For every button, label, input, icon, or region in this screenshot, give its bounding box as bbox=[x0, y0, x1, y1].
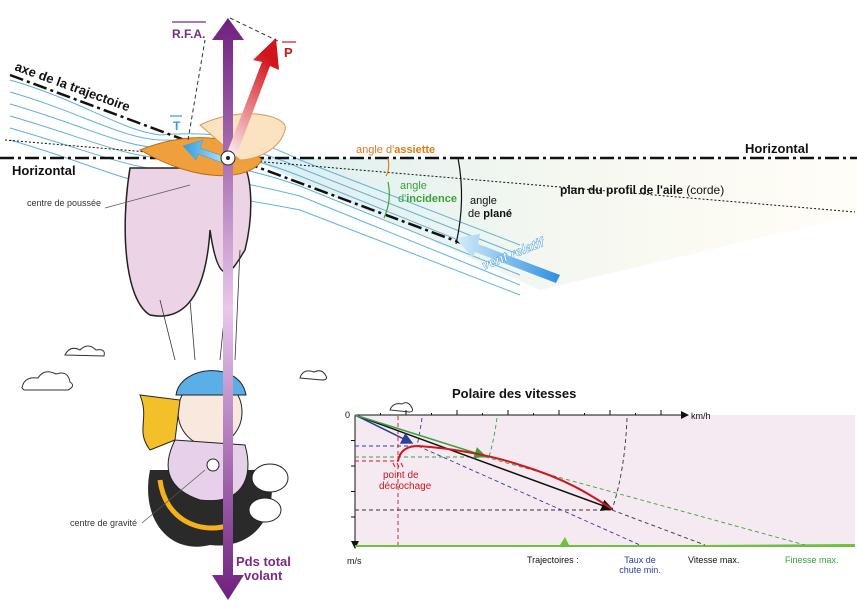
angle-incidence-arc bbox=[383, 181, 390, 219]
t-arrow bbox=[182, 139, 229, 165]
weight-label-line1: Pds total bbox=[236, 554, 291, 569]
legend-chute-min-line2: chute min. bbox=[619, 565, 661, 575]
trajectory-chute-min bbox=[354, 414, 414, 444]
x-axis-label: km/h bbox=[691, 411, 711, 421]
legend-vitesse-max: Vitesse max. bbox=[688, 555, 739, 565]
stall-hatch bbox=[392, 462, 404, 468]
trajectory-finesse-max bbox=[354, 414, 487, 459]
relative-wind-arrow bbox=[455, 234, 560, 283]
angle-incidence-label-line1: angle bbox=[400, 180, 427, 192]
chart-background bbox=[355, 415, 855, 545]
horizontal-label-right: Horizontal bbox=[745, 141, 809, 156]
horizontal-label-left: Horizontal bbox=[12, 163, 76, 178]
force-construction-lines bbox=[187, 17, 281, 141]
legend-finesse-max: Finesse max. bbox=[785, 555, 839, 565]
rfa-label: R.F.A. bbox=[172, 27, 205, 41]
clouds bbox=[21, 345, 414, 413]
centre-poussee-leader bbox=[104, 184, 191, 209]
angle-assiette-label: angle d'assiette bbox=[356, 144, 435, 156]
angle-assiette-arc bbox=[385, 157, 390, 177]
trajectory-vitesse-max bbox=[354, 414, 614, 512]
angle-plane-label-line1: angle bbox=[470, 195, 497, 207]
chart-title: Polaire des vitesses bbox=[452, 386, 576, 401]
centre-poussee-label: centre de poussée bbox=[27, 198, 101, 208]
origin-label: 0 bbox=[345, 410, 350, 420]
rfa-weight-arrow bbox=[212, 18, 244, 600]
gravity-center-point bbox=[206, 458, 220, 472]
trajectories-label: Trajectoires : bbox=[527, 555, 579, 565]
canopy bbox=[124, 167, 252, 317]
stall-label-line1: point de bbox=[383, 470, 419, 481]
y-axis-label: m/s bbox=[347, 556, 362, 566]
p-label: P bbox=[284, 45, 293, 60]
centre-gravite-label: centre de gravité bbox=[70, 518, 137, 528]
ground bbox=[355, 537, 855, 547]
legend-chute-min-line1: Taux de bbox=[624, 555, 656, 565]
t-label: T bbox=[173, 119, 181, 133]
speed-polar-chart: Polaire des vitesses 0 km/h m/s bbox=[345, 386, 855, 575]
angle-incidence-label: d'incidence bbox=[398, 193, 457, 205]
centre-gravite-leader bbox=[141, 469, 206, 524]
p-arrow bbox=[225, 38, 279, 162]
angle-sector bbox=[250, 158, 857, 290]
polar-curve bbox=[397, 444, 613, 510]
weight-label-line2: volant bbox=[244, 568, 283, 583]
chord-label: plan du profil de l'aile (corde) bbox=[560, 183, 724, 197]
guide-lines bbox=[355, 416, 806, 546]
stall-label-line2: décrochage bbox=[379, 481, 432, 492]
angle-plane-label: de plané bbox=[468, 208, 512, 220]
pilot-illustration bbox=[139, 370, 289, 547]
angle-plane-arc bbox=[455, 157, 463, 245]
